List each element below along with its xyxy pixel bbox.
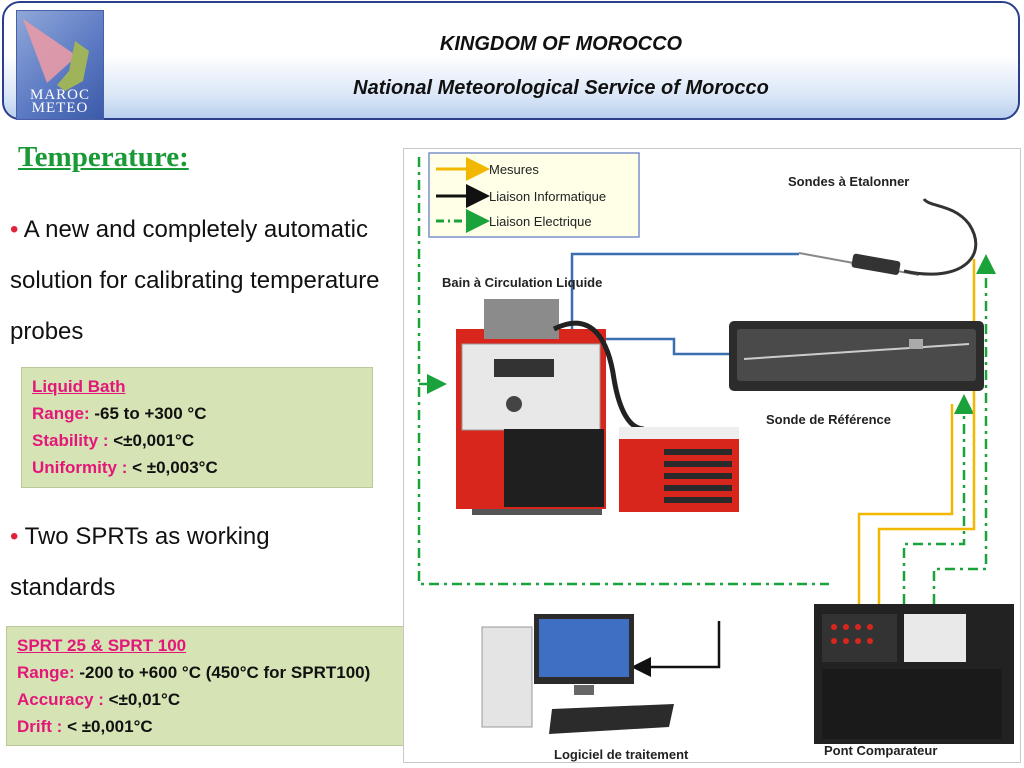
electric-link-left (417, 157, 829, 586)
range-label: Range: (17, 663, 75, 682)
stability-label: Stability : (32, 431, 109, 450)
uniformity-label: Uniformity : (32, 458, 128, 477)
sprt-heading: SPRT 25 & SPRT 100 (17, 636, 187, 655)
range-label: Range: (32, 404, 90, 423)
range-value: -200 to +600 °C (450°C for SPRT100) (79, 663, 371, 682)
range-value: -65 to +300 °C (94, 404, 207, 423)
liquid-bath-heading: Liquid Bath (32, 377, 126, 396)
computer-link (631, 621, 721, 677)
drift-value: < ±0,001°C (67, 717, 153, 736)
label-bath: Bain à Circulation Liquide (442, 275, 602, 290)
drift-label: Drift : (17, 717, 63, 736)
logo-text: MAROC METEO (17, 87, 103, 116)
bullet-sprt-standards: • Two SPRTs as working standards (10, 511, 350, 613)
diagram-svg: Mesures Liaison Informatique Liaison Ele… (417, 152, 1014, 762)
liquid-bath-unit (456, 299, 645, 515)
legend-electrique: Liaison Electrique (489, 214, 592, 229)
label-software: Logiciel de traitement (554, 747, 689, 762)
sprt-spec-box: SPRT 25 & SPRT 100 Range: -200 to +600 °… (6, 626, 436, 746)
stability-value: <±0,001°C (113, 431, 195, 450)
uniformity-value: < ±0,003°C (132, 458, 218, 477)
logo-graphic (23, 19, 89, 91)
label-probes: Sondes à Etalonner (788, 174, 909, 189)
maroc-meteo-logo: MAROC METEO (16, 10, 104, 120)
electric-links (417, 157, 996, 604)
measurement-links (857, 259, 976, 604)
diagram-legend: Mesures Liaison Informatique Liaison Ele… (428, 152, 640, 238)
liquid-bath-spec-box: Liquid Bath Range: -65 to +300 °C Stabil… (21, 367, 373, 488)
logo-line-1: MAROC (29, 87, 90, 103)
bridge-comparator (814, 604, 1014, 744)
header-title-service: National Meteorological Service of Moroc… (353, 77, 769, 99)
section-title: Temperature: (18, 141, 189, 173)
measure-link-reference (857, 404, 954, 604)
logo-line-2: METEO (31, 100, 89, 116)
bullet-automatic-solution: • A new and completely automatic solutio… (10, 204, 410, 357)
reference-probe-case (729, 321, 984, 391)
electric-link-reference (902, 394, 974, 604)
pipe-to-probes (570, 252, 799, 344)
header-banner: MAROC METEO KINGDOM OF MOROCCO National … (2, 1, 1020, 120)
legend-informatique: Liaison Informatique (489, 189, 606, 204)
calibration-setup-diagram: Mesures Liaison Informatique Liaison Ele… (403, 148, 1021, 763)
bullet-text: Two SPRTs as working standards (10, 523, 270, 601)
label-bridge: Pont Comparateur (824, 743, 937, 758)
bullet-text: A new and completely automatic solution … (10, 216, 380, 345)
electric-link-probes (932, 254, 996, 604)
probe-to-calibrate (798, 197, 978, 276)
accuracy-value: <±0,01°C (108, 690, 181, 709)
accuracy-label: Accuracy : (17, 690, 104, 709)
bullet-dot: • (10, 216, 19, 243)
measure-link-probes (877, 259, 976, 604)
computer (481, 614, 674, 734)
bullet-dot: • (10, 523, 19, 550)
chiller-unit (619, 427, 739, 512)
label-reference: Sonde de Référence (766, 412, 891, 427)
header-title-kingdom: KINGDOM OF MOROCCO (439, 33, 683, 55)
legend-mesures: Mesures (489, 162, 539, 177)
